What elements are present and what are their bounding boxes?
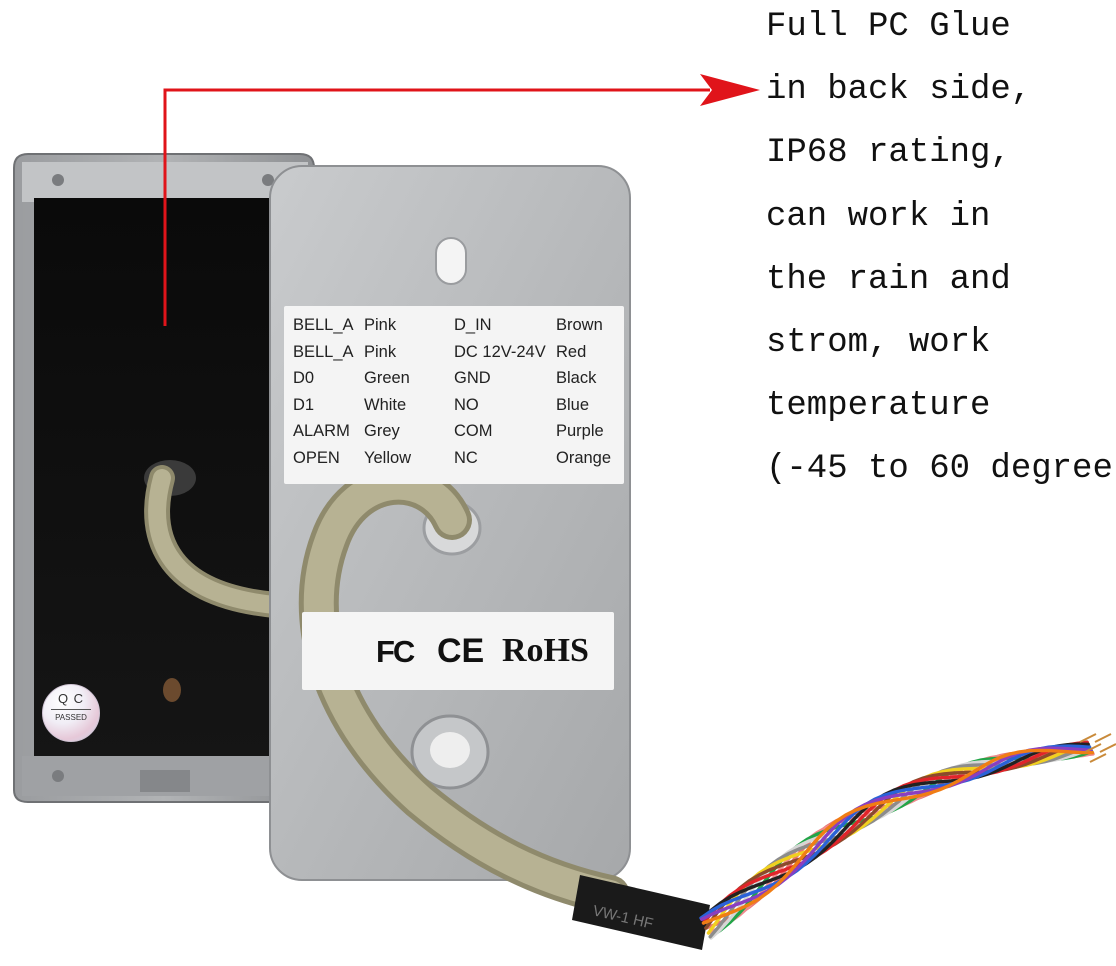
wire-color: Purple	[556, 422, 604, 440]
caption-line: (-45 to 60 degree)	[766, 450, 1116, 489]
wire-signal: ALARM	[293, 422, 350, 440]
wire-color: Orange	[556, 449, 612, 467]
wire-tip	[1094, 733, 1112, 743]
wire-strand	[701, 748, 1095, 925]
feature-caption: Full PC Glue in back side, IP68 rating, …	[766, 0, 1116, 502]
wire-color: Red	[556, 343, 587, 361]
qc-sticker-bottom: PASSED	[55, 713, 87, 722]
caption-line: IP68 rating,	[766, 134, 1011, 173]
qc-sticker-divider	[51, 709, 91, 710]
wiring-row: OPEN Yellow NC Orange	[284, 449, 624, 476]
wire-strand	[699, 744, 1092, 920]
wire-color: White	[364, 396, 407, 414]
rohs-logo: RoHS	[502, 632, 589, 669]
wire-strand	[700, 742, 1090, 921]
caption-line: Full PC Glue	[766, 8, 1011, 46]
caption-line: the rain and	[766, 260, 1011, 299]
wire-strand	[708, 750, 1094, 939]
wire-strand	[700, 746, 1093, 921]
certification-label: FC CE RoHS	[302, 612, 614, 690]
fc-logo: FC	[376, 634, 415, 669]
ce-logo: CE	[437, 632, 485, 670]
colored-wires	[699, 733, 1116, 940]
wire-tip	[1079, 733, 1097, 743]
caption-line: temperature	[766, 387, 991, 426]
wire-signal: COM	[454, 422, 493, 440]
wire-strand	[708, 744, 1091, 939]
wire-tip	[1089, 753, 1107, 763]
wire-color: Green	[364, 369, 410, 387]
wire-signal: GND	[454, 369, 491, 387]
wire-color: Pink	[364, 316, 397, 334]
wire-tip	[1099, 743, 1116, 753]
wire-signal: DC 12V-24V	[454, 343, 546, 361]
wire-signal: D0	[293, 369, 315, 387]
wire-strand	[706, 751, 1095, 935]
wire-signal: NO	[454, 396, 479, 414]
wire-color: Pink	[364, 343, 397, 361]
caption-line: in back side,	[766, 71, 1032, 110]
wire-signal: D1	[293, 396, 315, 414]
wire-color: Yellow	[364, 449, 412, 467]
wire-strand	[704, 740, 1089, 930]
wire-tip	[1084, 743, 1102, 753]
open-housing	[13, 153, 315, 803]
wire-signal: OPEN	[293, 449, 340, 467]
qc-sticker-top: Q C	[57, 691, 85, 706]
wire-signal: BELL_A	[293, 343, 354, 361]
wiring-row: D0 Green GND Black	[284, 369, 624, 396]
wire-color: Blue	[556, 396, 590, 414]
wiring-row: ALARM Grey COM Purple	[284, 422, 624, 449]
wire-signal: NC	[454, 449, 478, 467]
wire-strand	[709, 747, 1093, 940]
callout-arrow	[163, 74, 760, 326]
caption-line: strom, work	[766, 323, 991, 362]
wiring-row: D1 White NO Blue	[284, 396, 624, 423]
wire-strand	[706, 741, 1090, 935]
wire-strand	[704, 751, 1095, 930]
shrink-sleeve: VW-1 HF	[572, 875, 710, 950]
wire-color: Black	[556, 369, 597, 387]
caption-line: can work in	[766, 197, 991, 236]
wiring-label: BELL_A Pink D_IN Brown BELL_A Pink DC 12…	[284, 306, 624, 484]
wire-color: Brown	[556, 316, 603, 334]
wire-signal: BELL_A	[293, 316, 354, 334]
wire-signal: D_IN	[454, 316, 492, 334]
qc-passed-sticker: Q C PASSED	[42, 684, 100, 742]
wire-color: Grey	[364, 422, 400, 440]
wiring-row: BELL_A Pink D_IN Brown	[284, 316, 624, 343]
wiring-row: BELL_A Pink DC 12V-24V Red	[284, 343, 624, 370]
